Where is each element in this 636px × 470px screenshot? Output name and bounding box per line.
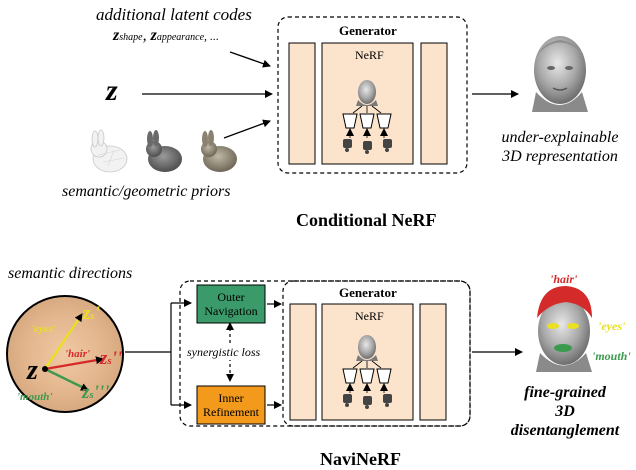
- bottom-panel-right: [419, 303, 447, 421]
- module-connectors: [125, 299, 282, 409]
- outer-navigation-line1: Outer: [217, 290, 245, 304]
- zs2-main: z: [100, 348, 108, 369]
- z-shape-sub: shape: [119, 32, 143, 43]
- zs1-sub: s: [90, 310, 95, 322]
- bunny-textured: [201, 130, 237, 172]
- zs3-prime: ''': [93, 382, 110, 403]
- bottom-output-line1: fine-grained: [524, 384, 606, 401]
- bottom-nerf-label: NeRF: [355, 309, 384, 323]
- zs3-sub: s: [89, 389, 94, 401]
- inner-refinement-line2: Refinement: [203, 405, 259, 419]
- semantic-circle: [6, 295, 124, 413]
- top-output-line1: under-explainable: [501, 129, 619, 146]
- zs1-prime: ': [94, 303, 100, 324]
- outer-navigation-box: [196, 284, 266, 324]
- inner-refinement-line1: Inner: [218, 391, 244, 405]
- hair-tag: 'hair': [65, 348, 91, 360]
- output-eyes-tag: 'eyes': [598, 319, 626, 333]
- top-nerf-diagram: [342, 80, 392, 154]
- synergistic-loss-label: synergistic loss: [185, 345, 263, 360]
- z-appearance-main: z: [150, 27, 157, 44]
- inner-refinement-box: [196, 385, 266, 425]
- top-generator-box: [277, 16, 468, 174]
- latent-codes-list: zshape, zappearance, ...: [113, 27, 219, 45]
- zs-triple-prime-label: zs''': [82, 382, 110, 404]
- latent-codes-title: additional latent codes: [96, 5, 252, 24]
- outer-navigation-line2: Navigation: [204, 304, 258, 318]
- priors-label: semantic/geometric priors: [62, 183, 231, 200]
- bottom-panel-left: [289, 303, 317, 421]
- top-input-arrows: [142, 51, 273, 139]
- bottom-output-caption: fine-grained 3D disentanglement: [500, 383, 630, 440]
- output-mouth-tag: 'mouth': [592, 349, 631, 363]
- zs2-prime: '': [111, 348, 123, 369]
- zs1-main: z: [83, 303, 91, 324]
- z-appearance-sub: appearance: [156, 32, 205, 43]
- mouth-tag: 'mouth': [17, 391, 53, 403]
- bottom-output-line2: 3D disentanglement: [510, 403, 620, 439]
- bottom-output-head: [536, 286, 592, 372]
- navinerf-caption: NaviNeRF: [320, 449, 401, 469]
- top-z-label: z: [106, 74, 118, 107]
- outer-navigation-label: Outer Navigation: [197, 290, 265, 318]
- bottom-generator-box: [282, 280, 471, 427]
- latent-separator: ,: [142, 27, 151, 44]
- bunny-wireframe: [90, 129, 128, 173]
- inner-refinement-label: Inner Refinement: [197, 391, 265, 419]
- output-hair-tag: 'hair': [550, 272, 578, 286]
- top-panel-left: [288, 42, 316, 165]
- z-shape-main: z: [113, 27, 120, 44]
- conditional-nerf-caption: Conditional NeRF: [296, 210, 437, 230]
- top-output-caption: under-explainable 3D representation: [500, 128, 620, 166]
- top-output-head: [532, 36, 588, 112]
- zs-prime-label: zs': [83, 303, 100, 325]
- top-generator-label: Generator: [339, 23, 397, 38]
- bottom-z-label: z: [27, 355, 38, 386]
- zs2-sub: s: [107, 355, 112, 367]
- bunny-gray: [146, 130, 182, 172]
- bottom-nerf-diagram: [342, 335, 392, 409]
- latent-trailing: , ...: [204, 29, 220, 43]
- zs-double-prime-label: zs'': [100, 348, 122, 370]
- top-output-line2: 3D representation: [502, 148, 618, 165]
- bottom-generator-label: Generator: [339, 285, 397, 300]
- eyes-tag: 'eyes': [31, 323, 57, 335]
- top-nerf-label: NeRF: [355, 48, 384, 62]
- zs3-main: z: [82, 382, 90, 403]
- semantic-directions-label: semantic directions: [8, 265, 133, 282]
- top-panel-right: [420, 42, 448, 165]
